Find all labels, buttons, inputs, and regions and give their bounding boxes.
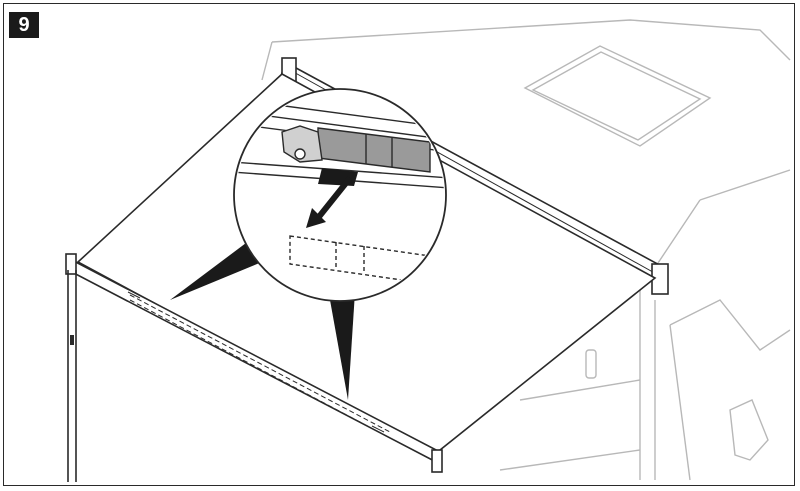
removal-arrow — [306, 168, 358, 228]
roof-skylight — [523, 45, 712, 147]
callout-pointers — [170, 240, 355, 400]
figure-frame — [3, 3, 795, 486]
magnifier-callout — [233, 88, 447, 302]
roller-end-bracket — [281, 125, 323, 163]
front-bar-clips — [127, 291, 385, 433]
awning-side-panel — [67, 270, 77, 482]
awning-front-bar — [65, 253, 443, 473]
vehicle-door-details — [585, 349, 769, 461]
step-number-badge: 9 — [9, 12, 39, 38]
